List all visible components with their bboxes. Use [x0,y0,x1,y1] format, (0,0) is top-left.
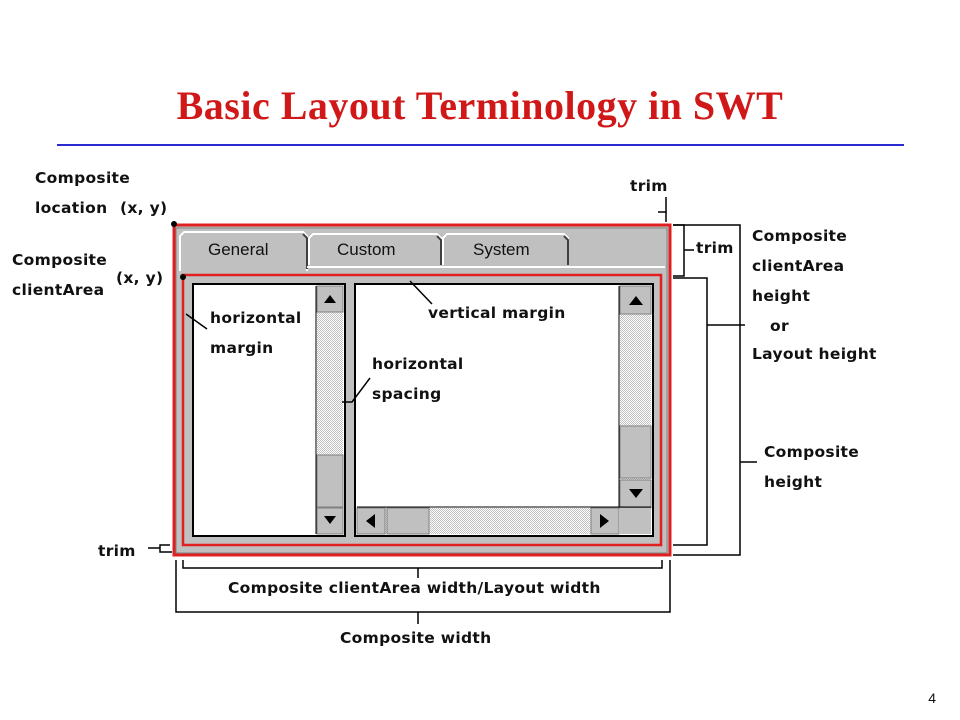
page-number: 4 [928,690,936,706]
slide-title: Basic Layout Terminology in SWT [176,83,784,128]
tab-general-label[interactable]: General [208,240,269,259]
clientarea-height-label-2: clientArea [752,257,845,275]
title-underline [57,144,904,146]
scroll-thumb[interactable] [619,425,652,479]
horizontal-margin-label-2: margin [210,339,274,357]
composite-height-label-1: Composite [764,443,860,461]
trim-right-label: trim [696,239,734,257]
tab-folder [179,231,665,271]
trim-top-label: trim [630,177,668,195]
right-brackets [658,197,757,556]
clientarea-width-label: Composite clientArea width/Layout width [228,579,601,597]
scroll-thumb[interactable] [316,454,344,508]
arrow-left-icon [366,514,375,528]
composite-width-label: Composite width [340,629,492,647]
arrow-down-icon [629,489,643,498]
composite-clientarea-label-2: clientArea [12,281,105,299]
clientarea-dot [180,274,186,280]
arrow-up-icon [629,296,643,305]
location-dot [171,221,177,227]
clientarea-height-label-1: Composite [752,227,848,245]
horizontal-spacing-label-2: spacing [372,385,442,403]
composite-height-label-2: height [764,473,823,491]
horizontal-spacing-label-1: horizontal [372,355,464,373]
trim-left-label: trim [98,542,136,560]
right-text-control [354,283,654,537]
scroll-left-button[interactable] [356,507,386,535]
arrow-down-icon [324,516,336,524]
left-list-control [192,283,346,537]
left-trim-bracket [148,544,172,553]
tab-system-label[interactable]: System [473,240,530,259]
clientarea-height-or: or [770,317,789,335]
composite-location-label-2: location [35,199,108,217]
bottom-brackets [175,560,671,624]
scroll-thumb[interactable] [386,507,430,535]
composite-location-xy: (x, y) [120,199,168,217]
arrow-right-icon [600,514,609,528]
scroll-up-button[interactable] [316,285,344,313]
scroll-corner [620,508,651,534]
composite-clientarea-xy: (x, y) [116,269,164,287]
clientarea-height-label-3: height [752,287,811,305]
tab-custom-label[interactable]: Custom [337,240,396,259]
horizontal-margin-label-1: horizontal [210,309,302,327]
composite-location-label-1: Composite [35,169,131,187]
composite-clientarea-label-1: Composite [12,251,108,269]
layout-height-label: Layout height [752,345,877,363]
vertical-margin-label: vertical margin [428,304,566,322]
callout-pointers [185,280,433,403]
arrow-up-icon [324,295,336,303]
